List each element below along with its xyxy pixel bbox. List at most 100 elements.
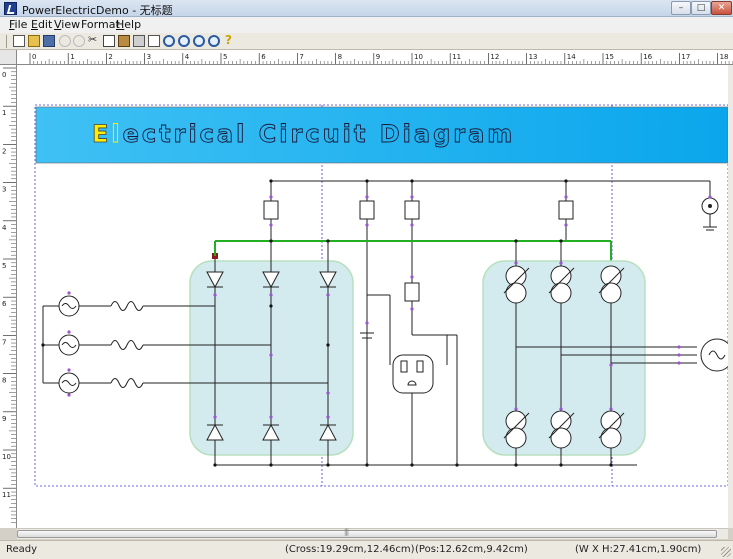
inductor[interactable] (110, 340, 144, 350)
rectifier-diodes[interactable] (206, 241, 337, 465)
menu-edit[interactable]: Edit (31, 18, 53, 31)
app-icon (4, 2, 17, 15)
variable-transformers[interactable] (503, 241, 625, 465)
junction-dots (41, 179, 613, 467)
ruler-label: 14 (567, 53, 576, 61)
ac-sources[interactable] (42, 295, 328, 394)
undo-icon[interactable] (59, 35, 71, 47)
toolbar-separator (6, 35, 7, 48)
diode[interactable] (206, 423, 224, 441)
inductor[interactable] (110, 378, 144, 388)
fuse[interactable] (558, 200, 574, 220)
paste-icon[interactable] (118, 35, 130, 47)
maximize-button[interactable]: □ (691, 1, 711, 15)
new-icon[interactable] (13, 35, 25, 47)
ruler-label: 3 (147, 53, 151, 61)
ruler-label: 10 (414, 53, 423, 61)
connection-points (67, 195, 712, 419)
zoom-actual-icon[interactable] (208, 35, 220, 47)
ruler-label: 9 (2, 415, 6, 423)
diagram-title[interactable]: Electrical Circuit Diagram (92, 120, 515, 149)
fuse[interactable] (359, 200, 375, 220)
zoom-in-icon[interactable] (163, 35, 175, 47)
print-icon[interactable] (133, 35, 145, 47)
save-icon[interactable] (43, 35, 55, 47)
horizontal-scrollbar[interactable] (17, 528, 728, 539)
ruler-label: 4 (2, 224, 7, 232)
copy-icon[interactable] (103, 35, 115, 47)
ruler-label: 7 (299, 53, 303, 61)
diode[interactable] (319, 423, 337, 441)
title-bar[interactable]: PowerElectricDemo - 无标题 – □ ✕ (0, 0, 733, 17)
toolbar (0, 33, 733, 50)
circuit-diagram[interactable]: Electrical Circuit Diagram (17, 65, 728, 528)
ruler-label: 2 (2, 147, 6, 155)
diode[interactable] (262, 423, 280, 441)
ruler-label: 10 (2, 453, 11, 461)
inductor[interactable] (110, 301, 144, 311)
status-size: (W X H:27.41cm,1.90cm) (575, 544, 702, 555)
title-banner[interactable] (35, 106, 728, 164)
ruler-label: 7 (2, 338, 6, 346)
title-letter-l: l (111, 120, 122, 148)
ruler-label: 4 (185, 53, 190, 61)
menu-format[interactable]: Format (81, 18, 120, 31)
ruler-label: 2 (108, 53, 112, 61)
cut-icon[interactable] (88, 33, 100, 47)
title-letter-e: E (92, 120, 111, 148)
status-bar: Ready (Cross:19.29cm,12.46cm) (Pos:12.62… (0, 540, 733, 559)
socket[interactable] (392, 354, 434, 394)
menu-help[interactable]: Help (116, 18, 142, 31)
ruler-label: 3 (2, 186, 6, 194)
menu-view[interactable]: View (54, 18, 81, 31)
ruler-label: 6 (2, 300, 7, 308)
resize-grip[interactable] (721, 547, 731, 557)
window-title: PowerElectricDemo - 无标题 (22, 4, 173, 17)
redo-icon[interactable] (73, 35, 85, 47)
menu-file[interactable]: File (9, 18, 28, 31)
minimize-button[interactable]: – (671, 1, 691, 15)
status-cross: (Cross:19.29cm,12.46cm) (285, 544, 415, 555)
ruler-label: 15 (605, 53, 614, 61)
ruler-label: 1 (70, 53, 74, 61)
ruler-label: 17 (681, 53, 690, 61)
ruler-label: 9 (376, 53, 380, 61)
motor-icon[interactable] (700, 338, 728, 372)
capacitor[interactable] (360, 332, 374, 339)
print-preview-icon[interactable] (148, 35, 160, 47)
zoom-out-icon[interactable] (178, 35, 190, 47)
ruler-label: 8 (2, 377, 6, 385)
ruler-corner (0, 50, 17, 65)
fuse[interactable] (263, 200, 279, 220)
horizontal-scroll-thumb[interactable] (17, 528, 717, 538)
fuse[interactable] (404, 282, 420, 302)
status-ready: Ready (6, 544, 38, 555)
drawing-canvas[interactable]: Electrical Circuit Diagram (17, 65, 728, 528)
ruler-label: 13 (529, 53, 538, 61)
close-button[interactable]: ✕ (711, 1, 732, 15)
diode[interactable] (206, 271, 224, 289)
ruler-label: 16 (643, 53, 652, 61)
ruler-label: 11 (2, 491, 11, 499)
ruler-label: 5 (223, 53, 227, 61)
ruler-label: 8 (338, 53, 342, 61)
fuse[interactable] (404, 200, 420, 220)
diode[interactable] (262, 271, 280, 289)
open-icon[interactable] (28, 35, 40, 47)
status-position: (Pos:12.62cm,9.42cm) (415, 544, 528, 555)
menu-bar: File Edit View Format Help (0, 17, 733, 33)
ruler-label: 1 (2, 109, 6, 117)
ruler-label: 12 (490, 53, 499, 61)
ruler-label: 11 (452, 53, 461, 61)
transformer-module[interactable] (482, 260, 646, 456)
ruler-label: 6 (261, 53, 266, 61)
ruler-label: 5 (2, 262, 6, 270)
zoom-fit-icon[interactable] (193, 35, 205, 47)
diode[interactable] (319, 271, 337, 289)
help-icon[interactable] (223, 33, 235, 47)
vertical-scrollbar[interactable] (728, 65, 733, 528)
